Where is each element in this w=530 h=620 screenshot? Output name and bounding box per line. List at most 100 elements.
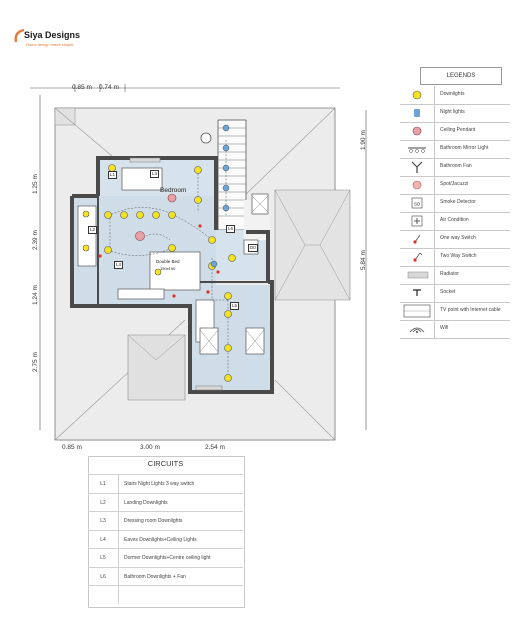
legend-item: Two Way Switch [400, 248, 510, 267]
legend-item-label: Bathroom Mirror Light [440, 145, 489, 151]
legend-item: One way Switch [400, 230, 510, 249]
legend-item-label: TV point with Internet cable [440, 307, 501, 313]
wifi-icon [400, 320, 435, 338]
company-logo [8, 22, 98, 52]
dim-left-3: 1.24 m [32, 285, 39, 305]
radiator-icon [400, 266, 435, 284]
legend-item: SD Smoke Detector [400, 194, 510, 213]
legend-item-label: Downlights [440, 91, 465, 97]
room-label-bedroom: Bedroom [160, 187, 187, 194]
svg-text:SD: SD [414, 202, 421, 207]
circuit-row: L1 Stairs Night Lights 3 way switch [88, 474, 243, 493]
ceiling-pendants [135, 193, 177, 241]
legend-item: Bathroom Fan [400, 158, 510, 177]
legend-item-label: Air Condition [440, 217, 469, 223]
mirror-light-icon [400, 140, 435, 158]
legend-title: LEGENDS [420, 67, 502, 85]
legend-item-label: Radiator [440, 271, 459, 277]
dim-left-2: 2.39 m [32, 230, 39, 250]
legend-item-label: One way Switch [440, 235, 476, 241]
legend-item-label: Two Way Switch [440, 253, 477, 259]
circuit-row: L6 Bathroom Downlights + Fan [88, 566, 243, 586]
downlight-icon [400, 86, 435, 104]
legend-item: Night lights [400, 104, 510, 123]
legend-item: Spot/Jacuzzi [400, 176, 510, 195]
legend-item-label: Socket [440, 289, 456, 295]
legend-item: Air Condition [400, 212, 510, 231]
smoke-detector-icon: SD [400, 194, 435, 212]
plan-tag: L4 [114, 261, 124, 269]
legend-item: Ceiling Pendant [400, 122, 510, 141]
walls [70, 156, 274, 394]
circuit-description: Stairs Night Lights 3 way switch [124, 481, 195, 487]
wiring [107, 140, 229, 380]
circuit-code [88, 586, 119, 604]
circuit-row: L4 Eaves Downlights+Ceiling Lights [88, 529, 243, 549]
circuits-title: CIRCUITS [147, 459, 184, 468]
circuit-description: Dressing room Downlights [124, 518, 183, 524]
logo-mark-icon [14, 28, 25, 43]
air-condition-icon [400, 212, 435, 230]
legend-item: Bathroom Mirror Light [400, 140, 510, 159]
circuit-code: L6 [88, 567, 119, 586]
radiators [129, 157, 223, 391]
dim-right-1: 1.90 m [360, 130, 367, 150]
bed-size-label: 150x190 [160, 266, 176, 271]
logo-name: Siya Designs [24, 30, 81, 40]
legend-item: Radiator [400, 266, 510, 285]
dim-left-4: 2.75 m [32, 352, 39, 372]
circuit-code: L3 [88, 512, 119, 530]
circuit-code: L4 [88, 530, 119, 549]
plan-tag: L6 [226, 225, 236, 233]
legend-item-label: Smoke Detector [440, 199, 476, 205]
dim-left-1: 1.25 m [32, 174, 39, 194]
dim-bottom-2: 3.00 m [140, 444, 160, 451]
plan-tag: L3 [150, 170, 160, 178]
dim-top-1: 0.85 m [72, 84, 92, 91]
one-way-switch-icon [400, 230, 435, 248]
circuit-description: Dormer Downlights+Centre ceiling light [124, 555, 211, 561]
circuits-table [88, 456, 245, 608]
dim-bottom-3: 2.54 m [205, 444, 225, 451]
legend-item-label: Bathroom Fan [440, 163, 472, 169]
circuit-code: L2 [88, 493, 119, 512]
circuit-description: Bathroom Downlights + Fan [124, 573, 186, 580]
legend-item-label: Wifi [440, 325, 449, 331]
spot-light-icon [400, 176, 435, 194]
plan-tag: D0 [248, 244, 258, 252]
circuit-code: L5 [88, 549, 119, 567]
legend-item: TV point with Internet cable [400, 302, 510, 321]
plan-tag: L5 [230, 302, 240, 310]
legend-item-label: Night lights [440, 109, 465, 115]
circuit-row: L5 Dormer Downlights+Centre ceiling light [88, 548, 243, 567]
dim-bottom-1: 0.85 m [62, 444, 82, 451]
circuit-row [88, 585, 243, 604]
ceiling-pendant-icon [400, 122, 435, 140]
circuit-description: Landing Downlights [124, 499, 168, 506]
dim-top-2: 0.74 m [99, 84, 119, 91]
circuit-row: L3 Dressing room Downlights [88, 511, 243, 530]
circuit-description: Eaves Downlights+Ceiling Lights [124, 536, 197, 543]
logo-tagline: Home design made simple [26, 42, 74, 47]
two-way-switch-icon [400, 248, 435, 266]
tv-point-icon [400, 302, 435, 320]
dim-right-2: 5.84 m [360, 250, 367, 270]
legend-item: Socket [400, 284, 510, 303]
circuit-code: L1 [88, 475, 119, 493]
plan-tag: L2 [88, 226, 98, 234]
night-light-icon [400, 104, 435, 122]
socket-icon [400, 284, 435, 302]
legend-item-label: Spot/Jacuzzi [440, 181, 469, 187]
plan-tag: L1 [108, 171, 118, 179]
bed-label: Double Bed [156, 259, 180, 264]
bathroom-fan-icon [400, 158, 435, 176]
switches [98, 224, 220, 298]
night-lights [210, 124, 230, 268]
legend-item-label: Ceiling Pendant [440, 127, 476, 133]
smoke-detector-icon [200, 132, 212, 144]
legend-item: Wifi [400, 320, 510, 339]
circuit-row: L2 Landing Downlights [88, 492, 243, 512]
legend-item: Downlights [400, 86, 510, 105]
staircase [217, 119, 247, 231]
